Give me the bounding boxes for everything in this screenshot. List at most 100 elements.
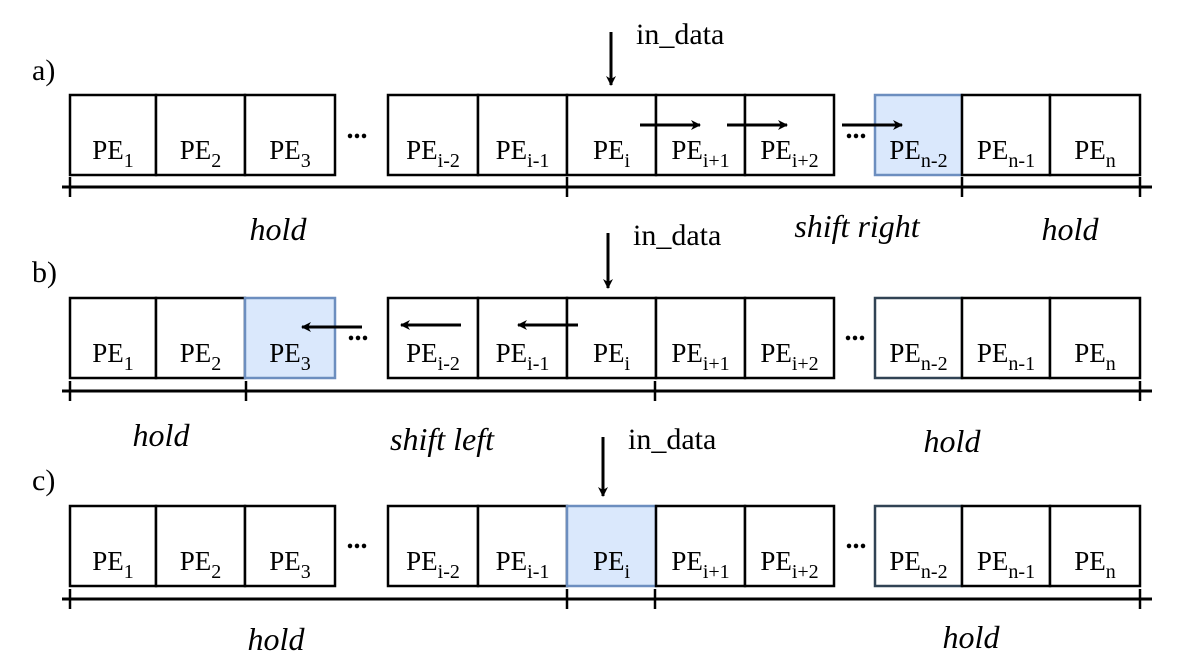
pe-cell-label: PE1 (92, 546, 134, 583)
pe-cell-label: PEi-1 (496, 546, 550, 583)
pe-cell-label: PE3 (269, 338, 311, 375)
pe-cell-label: PE1 (92, 338, 134, 375)
pe-cell-label: PEi-2 (406, 135, 460, 172)
pe-cell-i+1: PEi+1 (654, 296, 747, 380)
pe-cell-n-2: PEn-2 (873, 296, 964, 380)
pe-cell-i-1: PEi-1 (476, 504, 569, 588)
pe-cell-i: PEi (565, 504, 658, 588)
pe-cell-box (743, 296, 836, 380)
pe-cell-label: PEi+2 (760, 135, 818, 172)
pe-cell-box (1048, 504, 1142, 588)
region-label: hold (924, 423, 982, 459)
pe-cell-box (960, 504, 1052, 588)
pe-cell-box (243, 296, 337, 380)
pe-cell-box (654, 504, 747, 588)
pe-cell-label: PEi+2 (760, 338, 818, 375)
pe-cell-box (565, 504, 658, 588)
pe-cell-box (873, 296, 964, 380)
pe-cell-label: PEn (1074, 546, 1116, 583)
pe-cell-n-1: PEn-1 (960, 93, 1052, 177)
pe-cell-label: PEn (1074, 338, 1116, 375)
pe-cell-n-1: PEn-1 (960, 504, 1052, 588)
region-label: shift right (794, 208, 920, 244)
pe-cell-i+1: PEi+1 (654, 504, 747, 588)
pe-cell-box (243, 93, 337, 177)
region-label: hold (248, 621, 306, 657)
pe-cell-box (743, 504, 836, 588)
pe-cell-i+2: PEi+2 (743, 504, 836, 588)
pe-cell-2: PE2 (154, 93, 247, 177)
pe-cell-n-2: PEn-2 (873, 504, 964, 588)
ellipsis: ... (347, 524, 368, 555)
pe-cell-label: PEi-1 (496, 338, 550, 375)
ellipsis: ... (348, 316, 369, 347)
pe-cell-box (476, 93, 569, 177)
pe-cell-i-1: PEi-1 (476, 296, 569, 380)
pe-cell-box (476, 296, 569, 380)
pe-cell-1: PE1 (68, 504, 158, 588)
pe-cell-n-1: PEn-1 (960, 296, 1052, 380)
region-label: hold (133, 417, 191, 453)
pe-cell-label: PEi (593, 135, 631, 172)
pe-cell-i: PEi (565, 296, 658, 380)
pe-cell-label: PEi-2 (406, 546, 460, 583)
pe-cell-box (476, 504, 569, 588)
pe-cell-2: PE2 (154, 504, 247, 588)
ellipsis: ... (845, 316, 866, 347)
in-data-label: in_data (636, 18, 724, 51)
pe-cell-label: PE3 (269, 135, 311, 172)
row-label: b) (32, 256, 57, 289)
pe-cell-box (154, 504, 247, 588)
pe-cell-box (565, 296, 658, 380)
pe-cell-label: PE1 (92, 135, 134, 172)
pe-cell-box (960, 296, 1052, 380)
pe-cell-label: PEn-2 (889, 135, 947, 172)
pe-cell-label: PEi+1 (671, 546, 729, 583)
pe-cell-box (154, 296, 247, 380)
pe-cell-box (386, 504, 480, 588)
ellipsis: ... (347, 114, 368, 145)
pe-cell-3: PE3 (243, 504, 337, 588)
pe-cell-n-2: PEn-2 (873, 93, 964, 177)
pe-cell-2: PE2 (154, 296, 247, 380)
pe-cell-i-2: PEi-2 (386, 504, 480, 588)
pe-cell-box (743, 93, 836, 177)
pe-cell-label: PE2 (180, 135, 222, 172)
pe-cell-i+1: PEi+1 (654, 93, 747, 177)
pe-cell-label: PEn-1 (977, 338, 1035, 375)
pe-cell-i-2: PEi-2 (386, 93, 480, 177)
pe-cell-i-1: PEi-1 (476, 93, 569, 177)
ellipsis: ... (846, 524, 867, 555)
pe-cell-box (386, 93, 480, 177)
pe-cell-label: PEi (593, 546, 631, 583)
row-label: c) (32, 464, 55, 497)
pe-cell-box (1048, 296, 1142, 380)
pe-cell-n: PEn (1048, 93, 1142, 177)
region-label: hold (1042, 211, 1100, 247)
pe-cell-box (654, 296, 747, 380)
ellipsis: ... (846, 114, 867, 145)
pe-cell-i+2: PEi+2 (743, 93, 836, 177)
in-data-label: in_data (628, 423, 716, 456)
pe-cell-box (386, 296, 480, 380)
pe-cell-label: PEn-2 (889, 546, 947, 583)
pe-cell-i: PEi (565, 93, 658, 177)
pe-cell-n: PEn (1048, 296, 1142, 380)
pe-cell-label: PEi+1 (671, 135, 729, 172)
pe-cell-3: PE3 (243, 296, 337, 380)
pe-cell-label: PE2 (180, 546, 222, 583)
pe-cell-label: PEn (1074, 135, 1116, 172)
pe-cell-label: PEn-1 (977, 546, 1035, 583)
region-label: hold (943, 619, 1001, 655)
pe-cell-1: PE1 (68, 296, 158, 380)
pe-cell-label: PEi-2 (406, 338, 460, 375)
region-label: shift left (390, 421, 495, 457)
pe-cell-1: PE1 (68, 93, 158, 177)
in-data-label: in_data (633, 219, 721, 252)
pe-cell-3: PE3 (243, 93, 337, 177)
pe-cell-label: PEn-2 (889, 338, 947, 375)
pe-cell-label: PEi+1 (671, 338, 729, 375)
